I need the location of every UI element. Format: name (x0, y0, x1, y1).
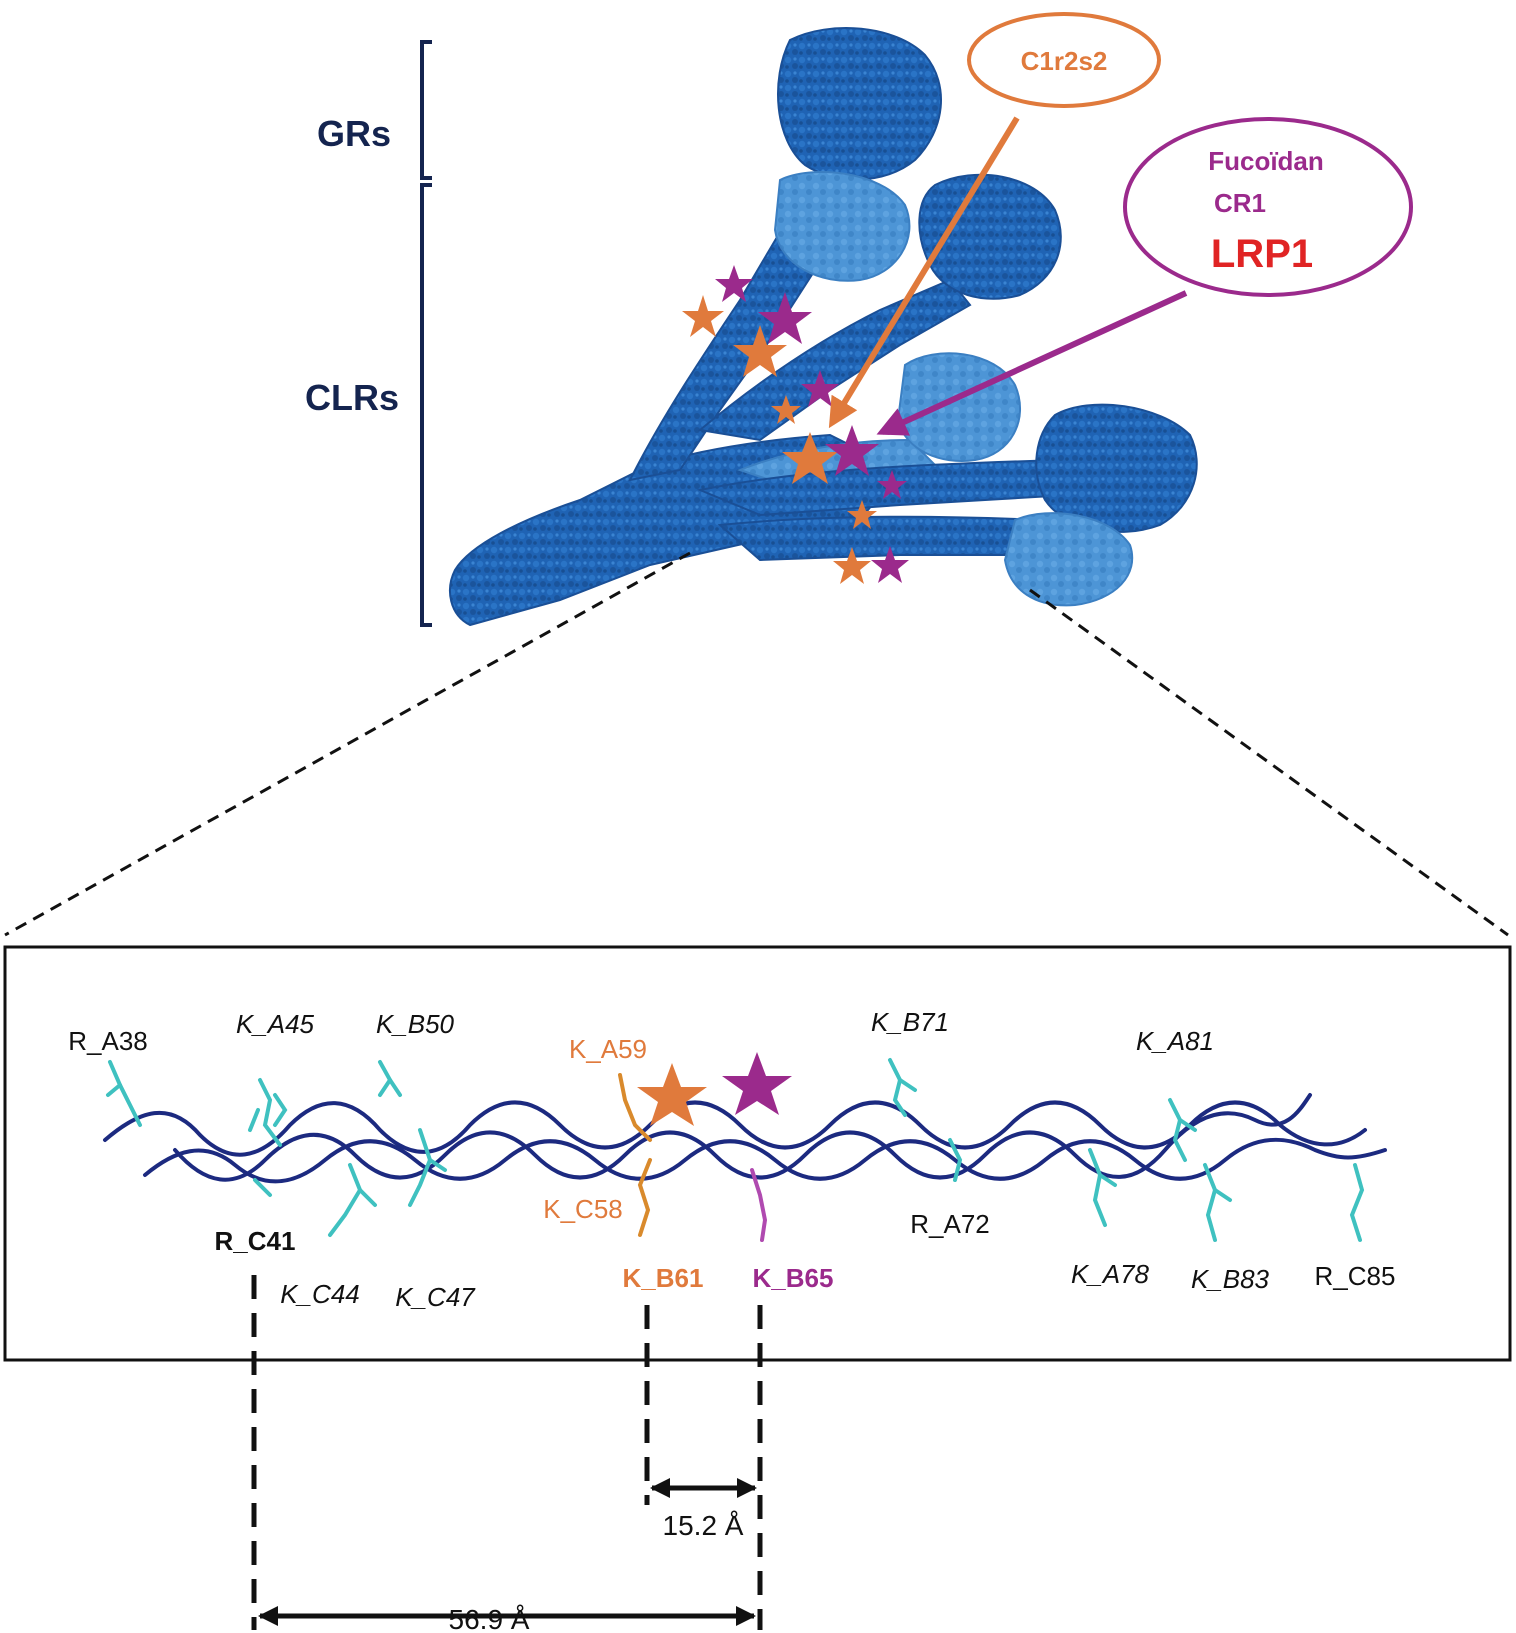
residue-k-b65: K_B65 (753, 1263, 834, 1293)
sidechain-k-b83 (1203, 1163, 1232, 1242)
sidechain-k-a59 (618, 1073, 652, 1142)
residue-k-c47: K_C47 (395, 1282, 476, 1312)
orange-star-icon (733, 325, 787, 377)
zoom-lines (4, 551, 1509, 937)
sidechain-k-b71 (888, 1058, 917, 1117)
sidechain-k-c47 (408, 1128, 447, 1207)
sidechain-r-c85 (1349, 1163, 1365, 1242)
ligand-arrow (876, 290, 1188, 436)
sidechain-r-c41 (253, 1178, 272, 1197)
purple-star-icon (758, 292, 812, 344)
c1r2s2-arrow (828, 116, 1020, 429)
residue-k-a59: K_A59 (569, 1034, 647, 1064)
protein-surface (449, 27, 1198, 627)
clrs-bracket (420, 183, 432, 627)
residue-r-c41: R_C41 (215, 1226, 296, 1256)
distance-guides (251, 1275, 763, 1630)
purple-star-icon (801, 370, 839, 407)
clrs-label: CLRs (305, 377, 399, 418)
residue-k-a78: K_A78 (1071, 1259, 1150, 1289)
sidechain-k-c44 (328, 1163, 377, 1237)
purple-star-icon (722, 1052, 792, 1115)
sidechain-r-a72 (948, 1138, 963, 1182)
residue-k-c58: K_C58 (543, 1194, 623, 1224)
purple-star-icon (825, 425, 879, 476)
purple-star-icon (715, 265, 753, 302)
orange-star-icon (782, 432, 838, 484)
orange-star-icon (771, 395, 801, 424)
sidechain-r-a38 (106, 1060, 142, 1127)
residue-r-a38: R_A38 (68, 1026, 148, 1056)
side-chains (106, 1058, 1365, 1242)
lrp1-label: LRP1 (1211, 232, 1313, 276)
orange-star-icon (833, 547, 871, 584)
orange-star-icon (637, 1063, 707, 1126)
residue-k-b71: K_B71 (871, 1007, 949, 1037)
residue-k-b83: K_B83 (1191, 1264, 1270, 1294)
short-distance-label: 15.2 Å (663, 1510, 744, 1541)
sidechain-k-a81 (1168, 1098, 1197, 1162)
residue-k-a45: K_A45 (236, 1009, 315, 1039)
residue-k-b50: K_B50 (376, 1009, 455, 1039)
residue-k-a81: K_A81 (1136, 1026, 1214, 1056)
sidechain-k-a78 (1088, 1148, 1117, 1227)
c1r2s2-label: C1r2s2 (1021, 46, 1108, 76)
residue-r-c85: R_C85 (1315, 1261, 1396, 1291)
residue-k-c44: K_C44 (280, 1279, 360, 1309)
grs-label: GRs (317, 113, 391, 154)
residue-r-a72: R_A72 (910, 1209, 990, 1239)
orange-star-icon (682, 295, 724, 337)
fucoidan-label: Fucoïdan (1208, 146, 1324, 176)
sidechain-k-b50 (378, 1060, 402, 1097)
sidechain-k-c58 (637, 1158, 652, 1237)
c1r2s2-callout: C1r2s2 (828, 12, 1161, 429)
sidechain-k-a45 (248, 1078, 288, 1147)
purple-star-icon (877, 470, 907, 499)
binding-stars-overview (682, 265, 909, 584)
ligand-callout: Fucoïdan CR1 LRP1 (876, 117, 1413, 436)
residue-labels: R_A38 K_A45 K_B50 K_A59 K_B71 K_A81 R_C4… (68, 1007, 1395, 1312)
collagen-helix (103, 1093, 1387, 1184)
long-distance-label: 56.9 Å (449, 1604, 530, 1633)
sidechain-k-b65 (750, 1168, 768, 1242)
cr1-label: CR1 (1214, 188, 1266, 218)
orange-star-icon (847, 500, 877, 529)
purple-star-icon (871, 546, 909, 583)
grs-bracket (420, 40, 432, 180)
residue-k-b61: K_B61 (623, 1263, 704, 1293)
